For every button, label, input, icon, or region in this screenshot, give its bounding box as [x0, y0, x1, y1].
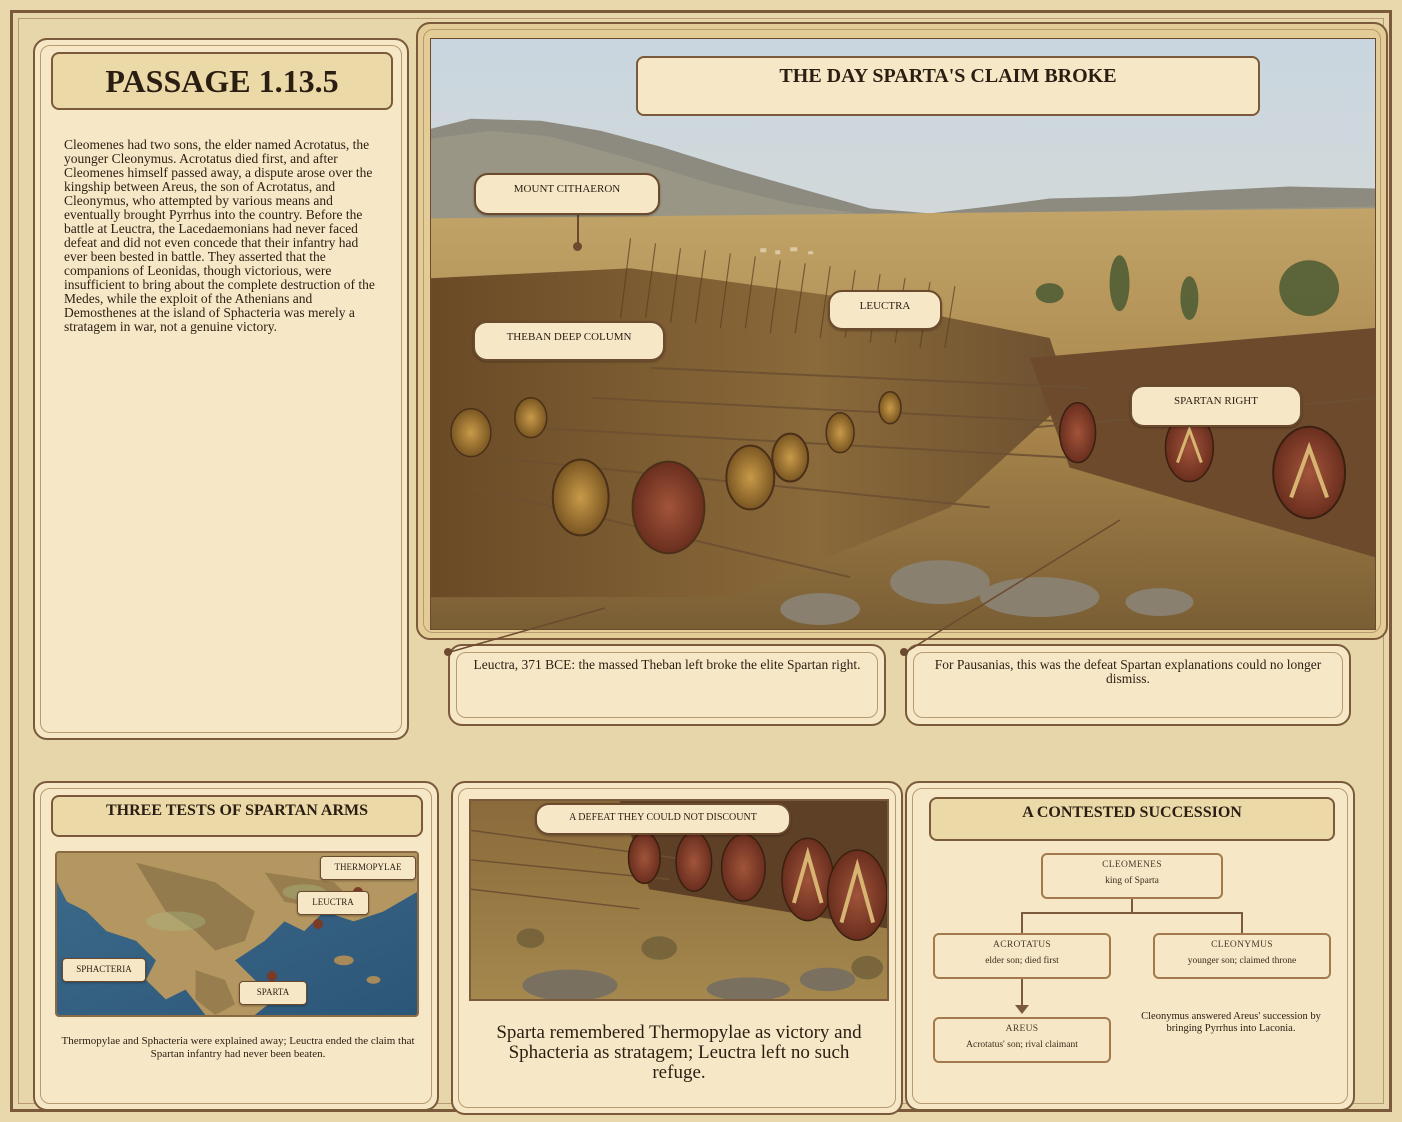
acrotatus-desc: elder son; died first — [985, 956, 1059, 966]
succession-panel: A CONTESTED SUCCESSION CLEOMENES king of… — [905, 781, 1355, 1111]
cleomenes-name: CLEOMENES — [1102, 860, 1162, 870]
label-theban-deep-column: THEBAN DEEP COLUMN — [473, 321, 665, 361]
map-dot-sparta — [267, 971, 277, 981]
passage-panel: PASSAGE 1.13.5 Cleomenes had two sons, t… — [33, 38, 409, 740]
map-label-sphacteria: SPHACTERIA — [62, 958, 146, 982]
defeat-label: A DEFEAT THEY COULD NOT DISCOUNT — [535, 803, 791, 835]
dot-mount — [573, 242, 582, 251]
cleonymus-desc: younger son; claimed throne — [1187, 956, 1297, 966]
label-leuctra: LEUCTRA — [828, 290, 942, 330]
passage-title: PASSAGE 1.13.5 — [51, 52, 393, 110]
acrotatus-name: ACROTATUS — [993, 940, 1051, 950]
defeat-caption: Sparta remembered Thermopylae as victory… — [496, 1022, 862, 1083]
label-spartan-right: SPARTAN RIGHT — [1130, 385, 1302, 427]
hero-panel: THE DAY SPARTA'S CLAIM BROKE MOUNT CITHA… — [416, 22, 1388, 640]
hero-caption-right: For Pausanias, this was the defeat Spart… — [905, 644, 1351, 726]
tests-caption: Thermopylae and Sphacteria were explaine… — [61, 1035, 415, 1060]
hero-title: THE DAY SPARTA'S CLAIM BROKE — [636, 56, 1260, 116]
succession-title: A CONTESTED SUCCESSION — [929, 797, 1335, 841]
tree-node-cleomenes: CLEOMENES king of Sparta — [1041, 853, 1223, 899]
defeat-panel: A DEFEAT THEY COULD NOT DISCOUNT Sparta … — [451, 781, 903, 1115]
tree-node-acrotatus: ACROTATUS elder son; died first — [933, 933, 1111, 979]
tests-title: THREE TESTS OF SPARTAN ARMS — [51, 795, 423, 837]
tree-node-areus: AREUS Acrotatus' son; rival claimant — [933, 1017, 1111, 1063]
hero-caption-left: Leuctra, 371 BCE: the massed Theban left… — [448, 644, 886, 726]
succession-note: Cleonymus answered Areus' succession by … — [1141, 1011, 1321, 1034]
tree-line-right — [1241, 912, 1243, 934]
tests-panel: THREE TESTS OF SPARTAN ARMS THERMOPYLAE … — [33, 781, 439, 1111]
tree-line-left — [1021, 912, 1023, 934]
arrow-down-icon — [1015, 1005, 1029, 1014]
caption-connectors — [444, 519, 1121, 656]
cleonymus-name: CLEONYMUS — [1211, 940, 1273, 950]
map-dot-leuctra — [313, 919, 323, 929]
passage-text: Cleomenes had two sons, the elder named … — [64, 137, 375, 334]
tree-node-cleonymus: CLEONYMUS younger son; claimed throne — [1153, 933, 1331, 979]
tree-line-areus — [1021, 979, 1023, 1007]
map-label-thermopylae: THERMOPYLAE — [320, 856, 416, 880]
areus-name: AREUS — [1005, 1024, 1039, 1034]
tree-line-horizontal — [1021, 912, 1243, 914]
cleomenes-desc: king of Sparta — [1105, 876, 1159, 886]
map-label-leuctra: LEUCTRA — [297, 891, 369, 915]
areus-desc: Acrotatus' son; rival claimant — [966, 1040, 1078, 1050]
map-label-sparta: SPARTA — [239, 981, 307, 1005]
tree-line-down — [1131, 899, 1133, 913]
label-mount-cithaeron: MOUNT CITHAERON — [474, 173, 660, 215]
connector-mount — [577, 215, 579, 245]
